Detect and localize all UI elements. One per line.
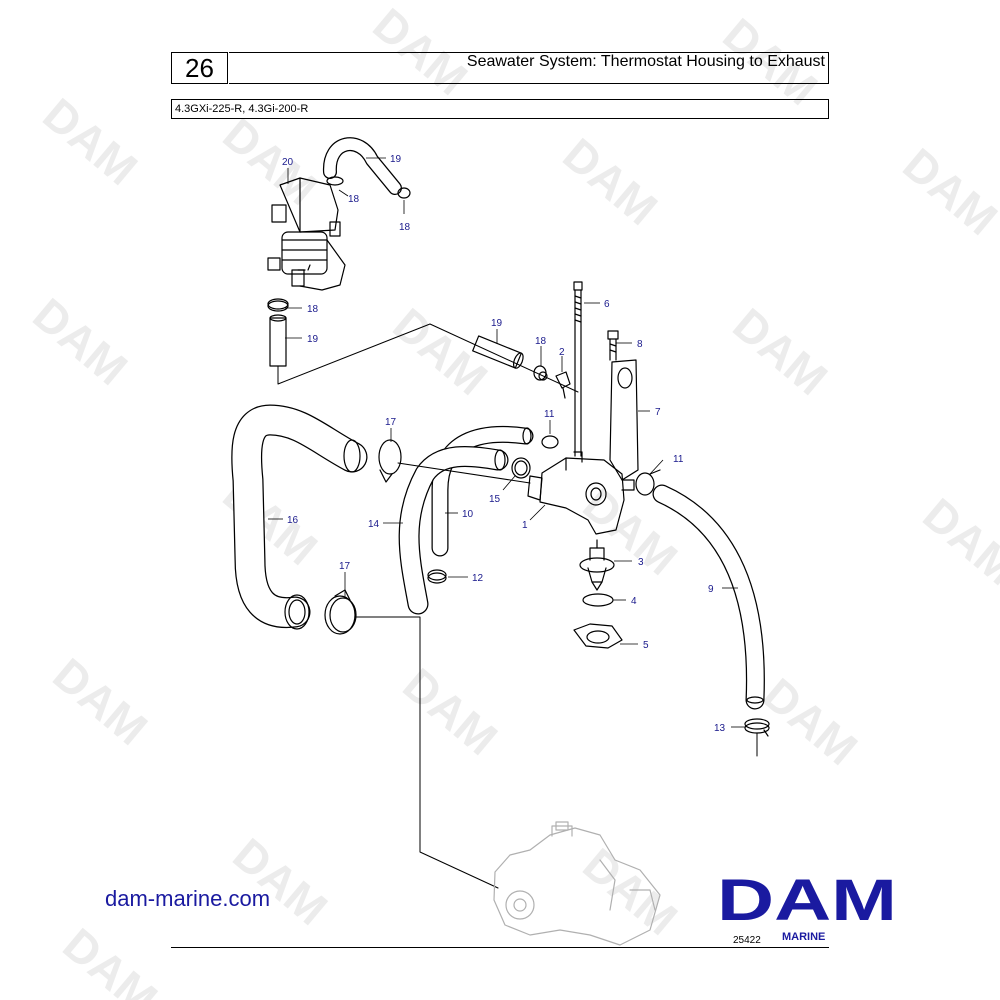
title-box: Seawater System: Thermostat Housing to E…	[229, 52, 829, 84]
callout-11: 11	[673, 454, 684, 465]
figure-number: 25422	[733, 935, 761, 946]
callout-8: 8	[637, 339, 643, 350]
pump-module-20	[267, 177, 346, 291]
nipple-2	[555, 371, 571, 399]
callout-15: 15	[489, 494, 501, 505]
callout-10: 10	[462, 509, 474, 520]
website-link[interactable]: dam-marine.com	[105, 886, 271, 911]
callout-6: 6	[604, 299, 610, 310]
logo-text: DAM	[717, 874, 897, 924]
callout-18: 18	[399, 222, 411, 233]
callout-17: 17	[339, 561, 351, 572]
callout-20: 20	[282, 157, 294, 168]
hose-9	[652, 484, 765, 710]
callout-labels: 20 19 18 18 18 19 19 18 2 6 8 7 11 11 17…	[282, 154, 726, 734]
callout-13: 13	[714, 723, 726, 734]
clamp-18	[267, 298, 289, 312]
clamp-15	[511, 457, 531, 479]
clamp-12	[427, 569, 447, 584]
o-ring-4	[582, 593, 614, 607]
callout-19: 19	[390, 154, 402, 165]
thermostat-3	[579, 539, 615, 591]
hose-16	[231, 404, 368, 630]
leader-lines	[268, 157, 745, 728]
gasket-5	[573, 623, 623, 649]
hose-14	[398, 445, 509, 615]
callout-18: 18	[535, 336, 547, 347]
page-title: Seawater System: Thermostat Housing to E…	[466, 53, 825, 70]
clamp-18	[326, 176, 411, 199]
callout-16: 16	[287, 515, 299, 526]
callout-12: 12	[472, 573, 484, 584]
callout-18: 18	[307, 304, 319, 315]
hose-19-right	[472, 335, 524, 369]
clamp-17	[378, 439, 402, 483]
callout-18: 18	[348, 194, 360, 205]
hose-10	[431, 425, 534, 557]
callout-5: 5	[643, 640, 649, 651]
bottom-divider	[171, 947, 829, 948]
thermostat-housing-1	[527, 451, 635, 535]
hose-19-upper	[323, 137, 402, 195]
bracket-7	[609, 359, 639, 481]
callout-19: 19	[491, 318, 503, 329]
clamp-11	[541, 435, 661, 496]
clamp-18	[533, 365, 548, 381]
dam-logo: DAM	[717, 874, 897, 924]
callout-11: 11	[544, 409, 555, 420]
hose-19-short	[269, 314, 287, 367]
page-number: 26	[171, 52, 228, 84]
model-designation: 4.3GXi-225-R, 4.3Gi-200-R	[171, 99, 829, 119]
callout-14: 14	[368, 519, 380, 530]
callout-9: 9	[708, 584, 714, 595]
callout-19: 19	[307, 334, 319, 345]
clamp-17	[324, 589, 357, 635]
bolt-6	[573, 281, 583, 457]
callout-2: 2	[559, 347, 565, 358]
callout-17: 17	[385, 417, 397, 428]
callout-3: 3	[638, 557, 644, 568]
water-pump	[493, 821, 661, 946]
bolt-8	[607, 330, 619, 361]
callout-7: 7	[655, 407, 661, 418]
callout-4: 4	[631, 596, 637, 607]
logo-subtext: MARINE	[782, 931, 826, 943]
callout-1: 1	[522, 520, 528, 531]
